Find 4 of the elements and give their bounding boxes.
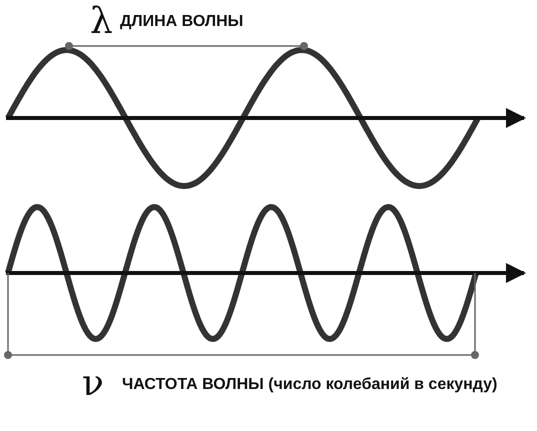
wavelength-label: ДЛИНА ВОЛНЫ [120, 12, 244, 32]
frequency-symbol: ν [82, 364, 104, 404]
wavelength-symbol: λ [90, 2, 113, 42]
frequency-label: ЧАСТОТА ВОЛНЫ (число колебаний в секунду) [122, 375, 498, 395]
